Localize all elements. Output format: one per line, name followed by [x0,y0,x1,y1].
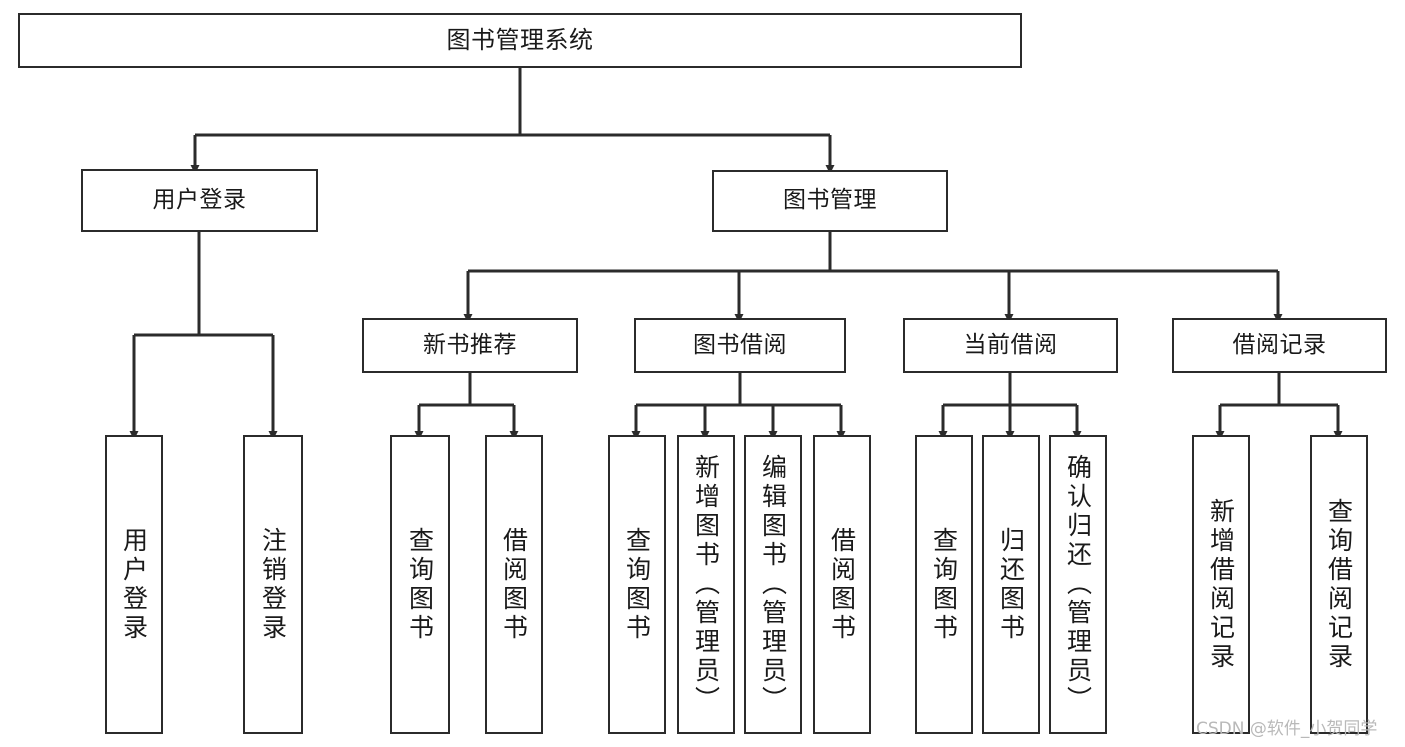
node-leaf-add-book[interactable]: 新增图书（管理员） [677,435,735,734]
node-label: 新书推荐 [423,331,517,358]
node-leaf-add-record[interactable]: 新增借阅记录 [1192,435,1250,734]
node-label: 借阅记录 [1232,331,1327,358]
node-label: 图书管理系统 [446,26,594,55]
connector-lines [129,68,1343,440]
node-label: 新增借阅记录 [1206,497,1236,672]
node-book-borrow[interactable]: 图书借阅 [634,318,846,373]
node-label: 查询图书 [405,526,435,643]
node-label: 图书管理 [783,187,877,214]
node-leaf-query-record[interactable]: 查询借阅记录 [1310,435,1368,734]
node-leaf-return-book[interactable]: 归还图书 [982,435,1040,734]
node-book-manage[interactable]: 图书管理 [712,170,948,232]
node-label: 用户登录 [152,186,247,213]
node-leaf-query-book-2[interactable]: 查询图书 [608,435,666,734]
node-leaf-borrow-book-1[interactable]: 借阅图书 [485,435,543,734]
node-current-borrow[interactable]: 当前借阅 [903,318,1118,373]
node-label: 新增图书（管理员） [691,454,721,715]
node-label: 当前借阅 [963,331,1058,358]
node-label: 图书借阅 [693,331,787,358]
node-label: 确认归还（管理员） [1063,454,1093,715]
node-leaf-borrow-book-2[interactable]: 借阅图书 [813,435,871,734]
csdn-watermark: CSDN @软件_小贺同学 [1196,719,1378,739]
node-label: 编辑图书（管理员） [758,454,788,715]
node-borrow-record[interactable]: 借阅记录 [1172,318,1387,373]
node-user-login[interactable]: 用户登录 [81,169,318,232]
node-label: 查询图书 [622,526,652,643]
node-leaf-user-login[interactable]: 用户登录 [105,435,163,734]
node-leaf-logout[interactable]: 注销登录 [243,435,303,734]
node-leaf-confirm-return[interactable]: 确认归还（管理员） [1049,435,1107,734]
node-root[interactable]: 图书管理系统 [18,13,1022,68]
node-label: 借阅图书 [499,526,529,643]
node-label: 查询借阅记录 [1324,497,1354,672]
node-label: 查询图书 [929,526,959,643]
node-label: 注销登录 [258,526,288,643]
node-leaf-query-book-1[interactable]: 查询图书 [390,435,450,734]
node-label: 借阅图书 [827,526,857,643]
node-leaf-query-book-3[interactable]: 查询图书 [915,435,973,734]
node-leaf-edit-book[interactable]: 编辑图书（管理员） [744,435,802,734]
node-new-book-recommend[interactable]: 新书推荐 [362,318,578,373]
node-label: 用户登录 [119,526,149,643]
node-label: 归还图书 [996,526,1026,643]
